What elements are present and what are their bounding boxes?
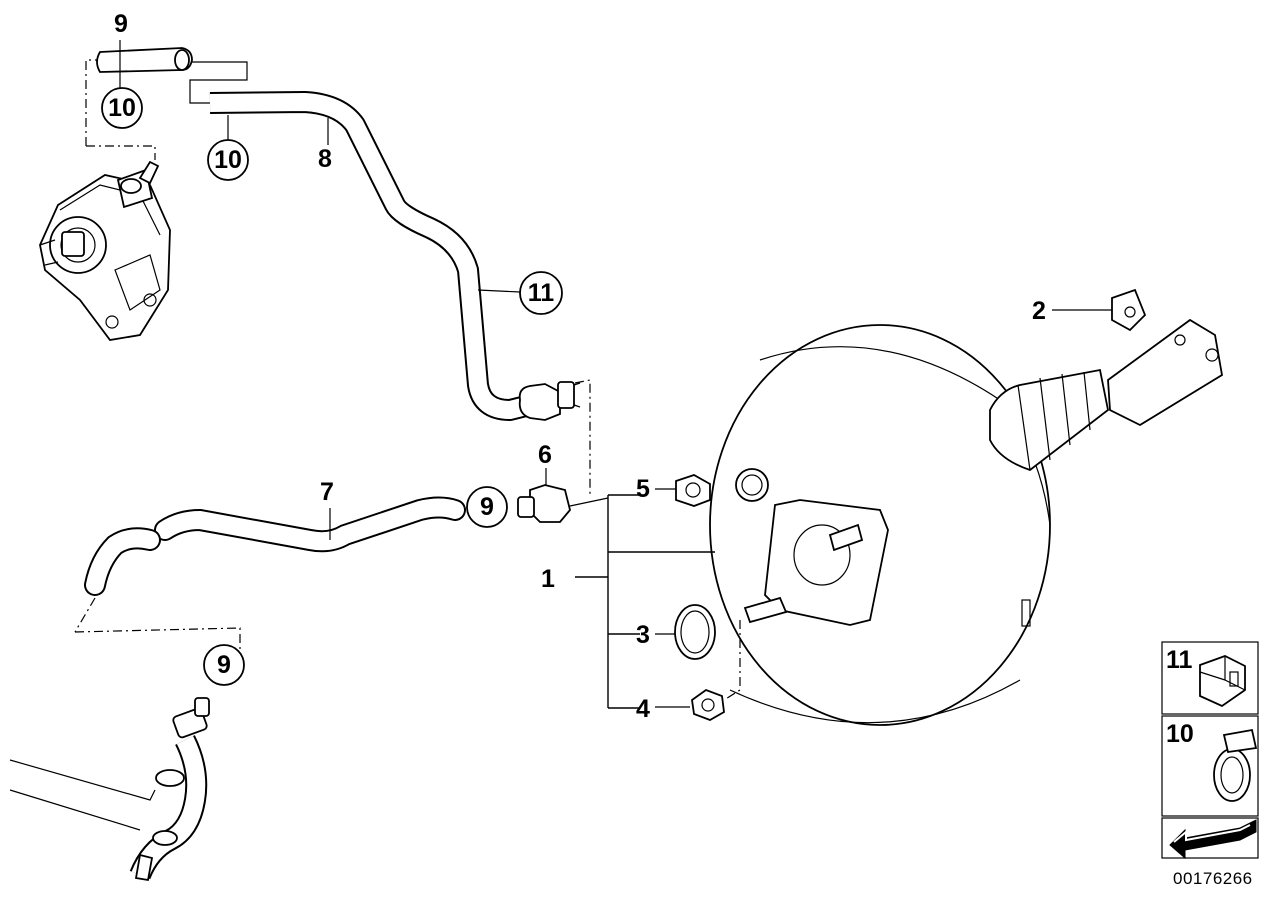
callout-6: 6 [538, 441, 552, 469]
check-valve-fitting [518, 381, 581, 421]
callout-8: 8 [318, 145, 332, 173]
hose-clamp-10-icon [1213, 728, 1258, 802]
part-4-nut [691, 688, 725, 721]
hose-8 [209, 91, 533, 421]
document-id: 00176266 [1173, 869, 1253, 888]
callout-11: 11 [528, 279, 555, 307]
callout-9-low: 9 [217, 651, 231, 679]
callout-9-top: 9 [114, 10, 128, 38]
callout-5: 5 [636, 475, 650, 503]
callout-4: 4 [636, 695, 650, 723]
callout-9-low-circle [203, 644, 245, 686]
callout-10-a-circle [101, 87, 143, 129]
part-5-nut [675, 468, 769, 507]
callout-10-b: 10 [214, 146, 242, 174]
clamp-11-icon [1199, 655, 1246, 708]
part-2-clip [1111, 288, 1147, 332]
callout-11-circle [519, 271, 563, 315]
callout-9-mid: 9 [480, 493, 494, 521]
callout-10-a: 10 [108, 94, 136, 122]
callout-1: 1 [541, 565, 555, 593]
lower-hose-assembly [9, 697, 210, 882]
brake-booster [709, 324, 1051, 726]
callout-3: 3 [636, 621, 650, 649]
vacuum-pump [39, 160, 171, 341]
legend-11-label: 11 [1166, 646, 1193, 674]
part-6-valve [517, 484, 571, 523]
part-3-gasket [674, 604, 716, 660]
callout-2: 2 [1032, 297, 1046, 325]
callout-7: 7 [320, 478, 334, 506]
hose-9-top [96, 47, 193, 73]
direction-arrow-icon [1169, 819, 1257, 860]
legend-10-label: 10 [1166, 720, 1194, 748]
callout-10-b-circle [207, 139, 249, 181]
legend-panel: 11 10 [1161, 641, 1259, 860]
callout-9-mid-circle [466, 486, 508, 528]
pushrod-boot [989, 318, 1223, 472]
hose-7 [84, 496, 466, 596]
